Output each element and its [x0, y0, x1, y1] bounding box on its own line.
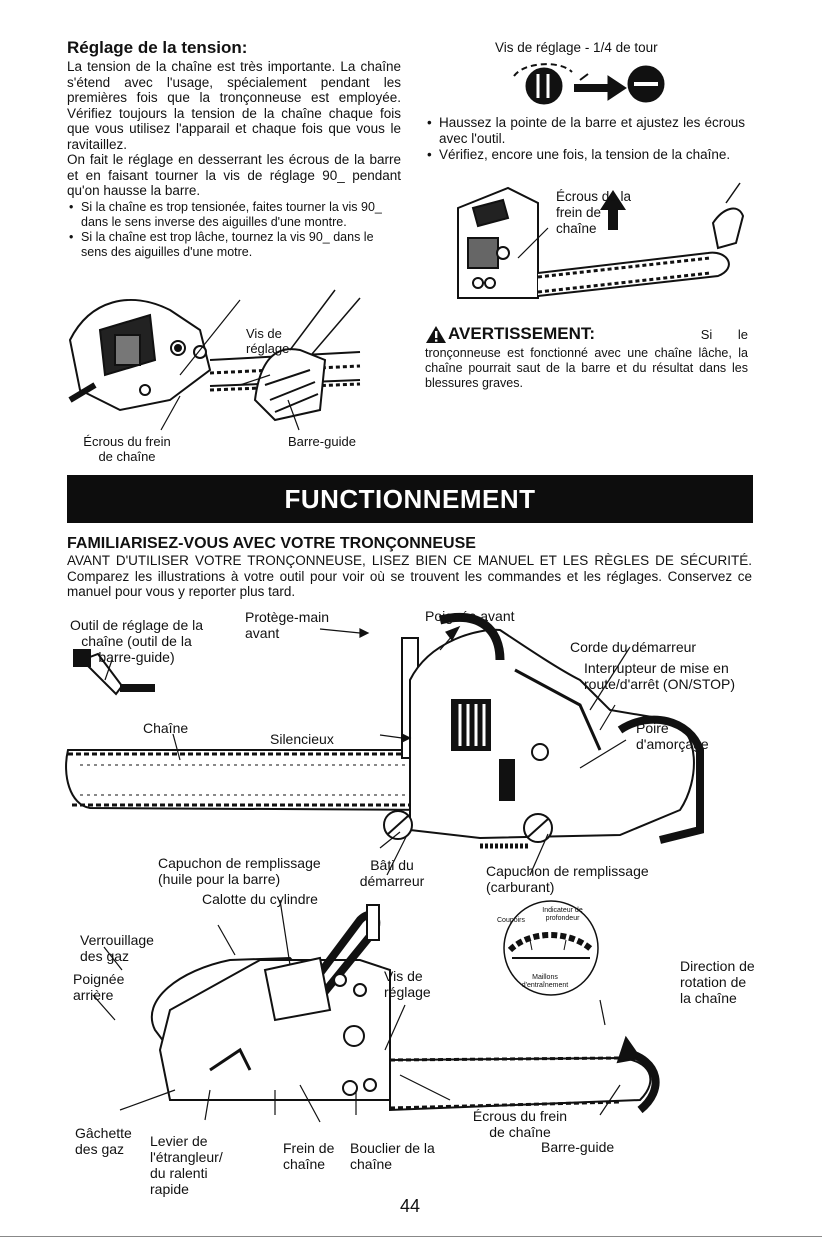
inset-label-coupoirs: Coupoirs — [497, 917, 526, 924]
label-poire: Poire d'amorçage — [636, 720, 709, 752]
label-verrouillage: Verrouillage des gaz — [80, 932, 154, 964]
adjust-bullets-block: Haussez la pointe de la barre et ajustez… — [425, 115, 745, 163]
label-direction: Direction de rotation de la chaîne — [680, 958, 755, 1006]
label-chaine: Chaîne — [143, 720, 189, 736]
warning-header: AVERTISSEMENT: Si le — [425, 324, 748, 344]
familiarize-intro-rest: Comparez les illustrations à votre outil… — [67, 568, 752, 600]
section-banner: FUNCTIONNEMENT — [67, 475, 753, 523]
label-bati: Bâti du démarreur — [359, 857, 425, 889]
tension-label-barre: Barre-guide — [288, 434, 356, 449]
label-frein: Frein de chaîne — [283, 1140, 335, 1172]
warning-triangle-icon — [426, 325, 446, 343]
tension-title: Réglage de la tension: — [67, 38, 248, 57]
chainsaw-side-diagram — [65, 612, 704, 876]
label-bouclier: Bouclier de la chaîne — [350, 1140, 435, 1172]
inset-label-indicateur: Indicateur de profondeur — [542, 907, 583, 922]
label-poignee-arriere: Poignée arrière — [73, 971, 125, 1003]
adjust-figure — [457, 182, 745, 299]
tension-label-vis: Vis de réglage — [246, 326, 290, 356]
label-outil: Outil de réglage de la chaîne (outil de … — [69, 617, 204, 665]
familiarize-section: FAMILIARISEZ-VOUS AVEC VOTRE TRONÇONNEUS… — [67, 534, 752, 600]
warning-lead: Si le — [700, 326, 748, 342]
familiarize-intro-caps: AVANT D'UTILISER VOTRE TRONÇONNEUSE, LIS… — [67, 553, 752, 568]
label-gachette: Gâchette des gaz — [75, 1125, 132, 1157]
label-calotte: Calotte du cylindre — [202, 891, 318, 907]
tension-paragraph-1: La tension de la chaîne est très importa… — [67, 59, 401, 152]
label-poignee-avant: Poignée avant — [425, 608, 515, 624]
tension-bullet-1: Si la chaîne es trop tensionée, faites t… — [69, 200, 401, 230]
warning-title: AVERTISSEMENT: — [448, 324, 596, 343]
tension-body: La tension de la chaîne est très importa… — [67, 59, 401, 199]
label-silencieux: Silencieux — [270, 731, 334, 747]
label-interrupteur: Interrupteur de mise en route/d'arrêt (O… — [584, 660, 736, 692]
bottom-rule — [0, 1236, 822, 1237]
familiarize-heading: FAMILIARISEZ-VOUS AVEC VOTRE TRONÇONNEUS… — [67, 535, 476, 552]
label-ecrous: Écrous du frein de chaîne — [472, 1108, 568, 1140]
warning-text: tronçonneuse est fonctionné avec une cha… — [425, 346, 748, 390]
adjust-bullet-1: Haussez la pointe de la barre et ajustez… — [427, 115, 745, 147]
familiarize-intro: AVANT D'UTILISER VOTRE TRONÇONNEUSE, LIS… — [67, 553, 752, 600]
tension-bullet-2: Si la chaîne est trop lâche, tournez la … — [69, 230, 401, 260]
label-vis-reglage: Vis de réglage — [384, 968, 431, 1000]
adjust-caption: Vis de réglage - 1/4 de tour — [495, 40, 658, 55]
label-capuchon-huile: Capuchon de remplissage (huile pour la b… — [158, 855, 321, 887]
tension-label-ecrous: Écrous du frein de chaîne — [83, 434, 171, 464]
warning-block: AVERTISSEMENT: Si le tronçonneuse est fo… — [425, 324, 748, 391]
tension-section: Réglage de la tension: La tension de la … — [67, 38, 401, 260]
adjust-label-ecrous: Écrous de la frein de chaîne — [556, 189, 632, 236]
chainsaw-rear-diagram — [92, 899, 660, 1123]
tension-figure — [68, 289, 361, 431]
adjust-bullets: Haussez la pointe de la barre et ajustez… — [425, 115, 745, 163]
label-protege-main: Protège-main avant — [245, 609, 330, 641]
quarter-turn-icon — [513, 63, 665, 105]
label-corde: Corde du démarreur — [570, 639, 697, 655]
adjust-bullet-2: Vérifiez, encore une fois, la tension de… — [427, 147, 745, 163]
label-barre-guide-2: Barre-guide — [541, 1139, 615, 1155]
tension-paragraph-2: On fait le réglage en desserrant les écr… — [67, 152, 401, 198]
label-levier: Levier de l'étrangleur/ du ralenti rapid… — [150, 1133, 223, 1197]
tension-bullets: Si la chaîne es trop tensionée, faites t… — [67, 200, 401, 260]
inset-label-maillons: Maillons d'entraînement — [521, 974, 569, 989]
page-number: 44 — [399, 1196, 421, 1216]
label-capuchon-carburant: Capuchon de remplissage (carburant) — [486, 863, 649, 895]
